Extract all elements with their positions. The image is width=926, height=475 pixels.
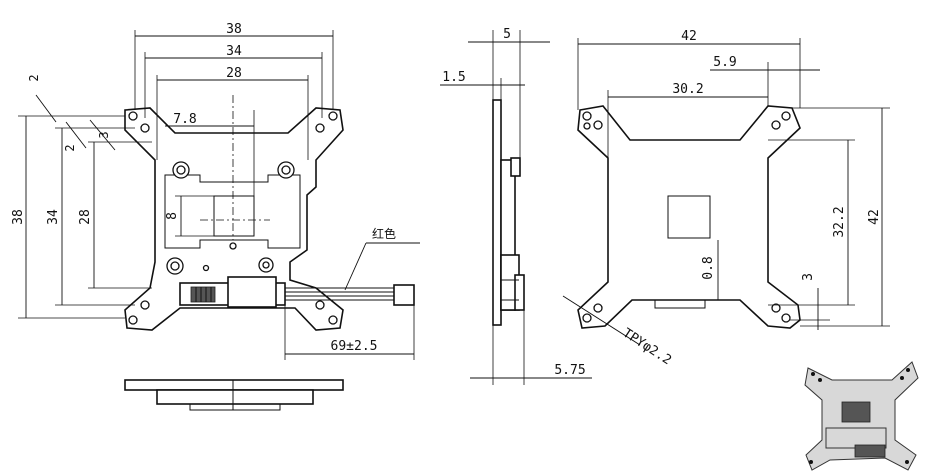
front-dim-pad: 8 <box>165 212 180 220</box>
front-hole-br2 <box>315 300 325 310</box>
front-hole-tr1 <box>328 111 338 121</box>
front-boss-bl-in <box>170 261 180 271</box>
side-dim-total: 5.75 <box>554 363 585 378</box>
front-connector <box>393 284 415 306</box>
front-small-hole-2 <box>202 264 210 272</box>
front-boss-tr-in <box>281 165 291 175</box>
side-view: 5 1.5 5.75 <box>440 27 592 385</box>
side-dim-width: 5 <box>503 27 511 42</box>
bottom-view <box>124 379 344 411</box>
front-dim-cable: 69±2.5 <box>331 339 378 354</box>
back-hole-callout: TPYφ2.2 <box>620 326 674 368</box>
front-cable <box>285 287 394 301</box>
front-hole-bl2 <box>140 300 150 310</box>
back-dim-height-inner: 32.2 <box>832 206 847 237</box>
front-dim-width-mid: 34 <box>226 44 242 59</box>
front-small-hole <box>229 242 237 250</box>
front-center-pad <box>213 195 255 237</box>
front-dim-width-inner: 28 <box>226 66 242 81</box>
front-switch-spring <box>190 286 216 303</box>
front-view: 38 34 28 7.8 38 34 28 2 2 3 <box>11 22 420 360</box>
side-dim-plate: 1.5 <box>442 70 465 85</box>
back-dim-width-inner: 30.2 <box>672 82 703 97</box>
front-hole-tl2 <box>140 123 150 133</box>
back-bracket-outline <box>577 105 801 329</box>
front-inner-recess <box>164 174 301 249</box>
front-dim-offset: 7.8 <box>173 112 196 127</box>
front-hole-bl1 <box>128 315 138 325</box>
front-dim-edge-a: 2 <box>27 74 41 81</box>
front-cable-color-label: 红色 <box>372 226 396 241</box>
back-dim-gap: 0.8 <box>701 256 716 279</box>
back-center-pad <box>667 195 711 239</box>
back-dim-height-outer: 42 <box>867 209 882 225</box>
front-boss-br-in <box>262 261 270 269</box>
front-hole-tl1 <box>128 111 138 121</box>
front-dim-width-outer: 38 <box>226 22 242 37</box>
front-dim-edge-b: 2 <box>63 144 77 151</box>
back-dim-bottom: 3 <box>801 273 816 281</box>
front-hole-tr2 <box>315 123 325 133</box>
product-photo <box>804 361 919 471</box>
front-dim-height-outer: 38 <box>11 209 26 225</box>
back-dim-offset-right: 5.9 <box>713 55 736 70</box>
front-hole-br1 <box>328 315 338 325</box>
back-dim-width-outer: 42 <box>681 29 697 44</box>
front-boss-tl-in <box>176 165 186 175</box>
front-dim-edge-c: 3 <box>97 131 111 138</box>
front-switch-body <box>227 276 277 308</box>
back-view: 42 5.9 30.2 42 32.2 0.8 3 TPYφ2.2 <box>562 29 890 368</box>
front-dim-height-mid: 34 <box>46 209 61 225</box>
front-dim-height-inner: 28 <box>78 209 93 225</box>
